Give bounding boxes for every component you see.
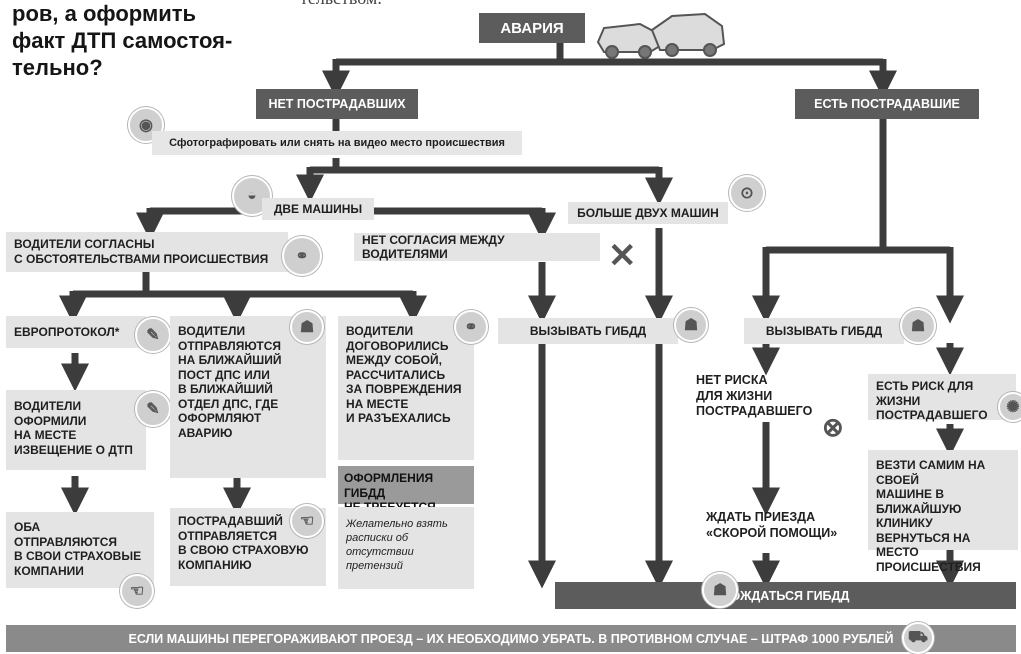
no-gibdd-required-node: ОФОРМЛЕНИЯ ГИБДД НЕ ТРЕБУЕТСЯ — [338, 466, 474, 514]
wait-gibdd-node: ДОЖДАТЬСЯ ГИБДД — [555, 582, 1016, 609]
article-headline: ров, а оформить факт ДТП самостоя- тельн… — [12, 1, 233, 80]
call-gibdd-right-node: ВЫЗЫВАТЬ ГИБДД — [744, 318, 904, 344]
no-injured-node: НЕТ ПОСТРАДАВШИХ — [256, 89, 418, 119]
notice-form-icon: ✎ — [135, 391, 171, 427]
drivers-filled-node: ВОДИТЕЛИ ОФОРМИЛИ НА МЕСТЕ ИЗВЕЩЕНИЕ О Д… — [6, 390, 146, 470]
drivers-go-dps-node: ВОДИТЕЛИ ОТПРАВЛЯЮТСЯ НА БЛИЖАЙШИЙ ПОСТ … — [170, 316, 326, 478]
tow-truck-icon: ⛟ — [902, 622, 934, 654]
call-gibdd-left-node: ВЫЗЫВАТЬ ГИБДД — [498, 318, 678, 344]
drivers-agree-node: ВОДИТЕЛИ СОГЛАСНЫ С ОБСТОЯТЕЛЬСТВАМИ ПРО… — [6, 232, 288, 272]
alarm-icon: ✺ — [998, 392, 1021, 422]
footer-warning: ЕСЛИ МАШИНЫ ПЕРЕГОРАЖИВАЮТ ПРОЕЗД – ИХ Н… — [6, 625, 1016, 652]
drivers-agreed-node: ВОДИТЕЛИ ДОГОВОРИЛИСЬ МЕЖДУ СОБОЙ, РАССЧ… — [338, 316, 474, 460]
no-risk-cross-icon: ⊗ — [822, 412, 844, 442]
drive-clinic-node: ВЕЗТИ САМИМ НА СВОЕЙ МАШИНЕ В БЛИЖАЙШУЮ … — [868, 450, 1018, 574]
europrotocol-node: ЕВРОПРОТОКОЛ* — [6, 316, 146, 348]
more-cars-node: БОЛЬШЕ ДВУХ МАШИН — [568, 202, 728, 224]
accident-node: АВАРИЯ — [479, 13, 585, 43]
wait-ambulance-node: ЖДАТЬ ПРИЕЗДА «СКОРОЙ ПОМОЩИ» — [706, 510, 838, 540]
both-insurance-node: ОБА ОТПРАВЛЯЮТСЯ В СВОИ СТРАХОВЫЕ КОМПАН… — [6, 512, 154, 588]
police-left-icon: ☗ — [674, 308, 708, 342]
receipt-note: Желательно взять расписки об отсутствии … — [338, 507, 474, 589]
disagree-cross-icon: ✕ — [608, 237, 637, 275]
police-officer-icon: ☗ — [290, 310, 324, 344]
police-wait-icon: ☗ — [702, 572, 738, 608]
steering-wheel-icon: ⊙ — [729, 175, 765, 211]
crashed-cars-illustration — [596, 12, 726, 59]
photo-instruction: Сфотографировать или снять на видео мест… — [152, 131, 522, 155]
police-right-icon: ☗ — [900, 308, 936, 344]
form-icon: ✎ — [135, 317, 171, 353]
handshake-icon: ⚭ — [282, 236, 322, 276]
victim-insurance-node: ПОСТРАДАВШИЙ ОТПРАВЛЯЕТСЯ В СВОЮ СТРАХОВ… — [170, 508, 326, 586]
top-note: тельством. — [300, 0, 382, 9]
agreement-handshake-icon: ⚭ — [454, 310, 488, 344]
risk-node: ЕСТЬ РИСК ДЛЯ ЖИЗНИ ПОСТРАДАВШЕГО — [868, 374, 1016, 422]
two-cars-node: ДВЕ МАШИНЫ — [262, 198, 374, 220]
no-risk-node: НЕТ РИСКА ДЛЯ ЖИЗНИ ПОСТРАДАВШЕГО — [696, 373, 813, 418]
drivers-disagree-node: НЕТ СОГЛАСИЯ МЕЖДУ ВОДИТЕЛЯМИ — [354, 233, 600, 261]
victim-hand-icon: ☜ — [290, 504, 324, 538]
insurance-hand-icon: ☜ — [120, 574, 154, 608]
injured-node: ЕСТЬ ПОСТРАДАВШИЕ — [795, 89, 979, 119]
